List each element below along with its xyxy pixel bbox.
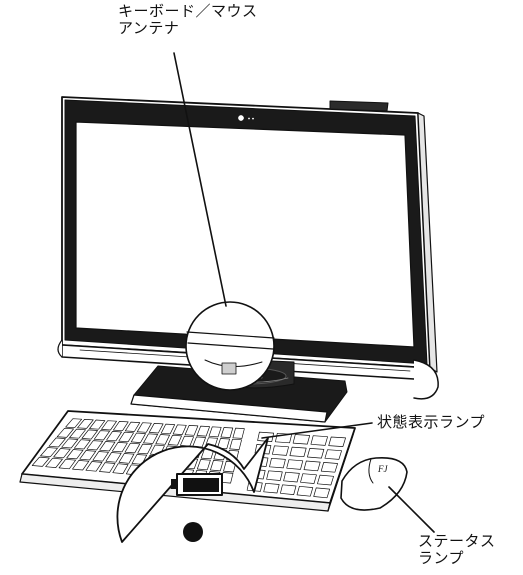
keyboard-key [124, 421, 141, 432]
keyboard-key [136, 422, 152, 433]
label-status-lamp: ステータス ランプ [418, 533, 496, 567]
keyboard-key [283, 471, 300, 483]
keyboard-key [65, 418, 83, 429]
battery-icon [171, 473, 223, 496]
keyboard-key [266, 470, 283, 481]
keyboard-key [112, 463, 129, 474]
label-keyboard-mouse-antenna: キーボード／マウス アンテナ [118, 3, 258, 37]
keyboard-key [208, 426, 222, 438]
keyboard-key [99, 441, 116, 452]
keyboard-key [124, 442, 141, 454]
label-antenna-line1: キーボード／マウス [118, 2, 258, 20]
keyboard-key [137, 443, 153, 455]
keyboard-key [73, 439, 91, 450]
keyboard-key [77, 419, 94, 429]
keyboard-key [269, 457, 286, 469]
keyboard-key [296, 485, 314, 497]
keyboard-key [272, 445, 289, 456]
label-antenna-line2: アンテナ [118, 19, 180, 37]
keyboard-key [69, 428, 86, 439]
webcam-icon [238, 115, 244, 121]
label-status-lamp-line2: ランプ [418, 549, 465, 567]
mouse-logo: FJ [377, 464, 388, 474]
keyboard-key [101, 420, 117, 431]
keyboard-key [320, 462, 338, 473]
keyboard-key [300, 473, 317, 484]
status-lamp-dot-icon [183, 522, 203, 542]
keyboard-key [167, 434, 182, 446]
leader-status-display-lamp [261, 422, 373, 439]
keyboard-key [48, 437, 66, 448]
leader-antenna [173, 52, 227, 307]
label-status-lamp-line1: ステータス [418, 532, 496, 550]
keyboard-key [86, 440, 104, 451]
keyboard-key [93, 430, 110, 441]
keyboard-key [229, 438, 242, 450]
keyboard-key [53, 448, 71, 459]
keyboard-key [160, 423, 176, 435]
leader-status-lamp [388, 486, 435, 533]
keyboard-key [105, 452, 122, 463]
keyboard-key [113, 421, 129, 432]
keyboard-key [232, 427, 245, 439]
keyboard-key [210, 460, 224, 472]
keyboard-key [92, 451, 109, 462]
keyboard-key [85, 461, 103, 472]
keyboard-key [317, 474, 334, 486]
keyboard-key [307, 448, 325, 459]
keyboard-key [143, 433, 158, 444]
monitor [57, 96, 439, 400]
keyboard-key [66, 449, 84, 460]
keyboard-key [263, 482, 280, 494]
keyboard-key [280, 484, 297, 495]
keyboard-key [286, 459, 304, 470]
keyboard-key [220, 427, 234, 438]
keyboard-key [58, 458, 76, 470]
keyboard-key [111, 442, 128, 453]
keyboard-key [196, 459, 211, 471]
keyboard-key [292, 434, 311, 445]
keyboard-key [155, 434, 170, 445]
keyboard-key [324, 449, 342, 460]
keyboard-key [81, 429, 98, 440]
keyboard-key [31, 456, 50, 467]
status-lamp-callout [116, 437, 269, 543]
keyboard-key [40, 447, 58, 458]
keyboard-key [196, 425, 210, 437]
keyboard-key [313, 487, 331, 499]
keyboard-key [303, 460, 321, 472]
keyboard-key [118, 431, 134, 443]
keyboard-key [79, 450, 97, 461]
keyboard-key [45, 457, 63, 468]
keyboard-key [172, 424, 187, 435]
keyboard-key [106, 431, 122, 442]
keyboard-key [72, 460, 90, 471]
keyboard-key [99, 462, 116, 473]
label-status-display-lamp: 状態表示ランプ [377, 413, 486, 431]
keyboard-key [289, 446, 307, 458]
keyboard-key [184, 425, 199, 436]
mouse: FJ [340, 456, 408, 511]
keyboard-key [148, 423, 164, 434]
keyboard-key [89, 419, 106, 430]
keyboard-key [118, 453, 135, 464]
keyboard-key [61, 438, 79, 449]
keyboard-key [217, 438, 230, 450]
keyboard-key [130, 432, 146, 443]
keyboard-key [328, 436, 346, 447]
keyboard-key [56, 427, 74, 438]
keyboard-key [310, 435, 328, 446]
